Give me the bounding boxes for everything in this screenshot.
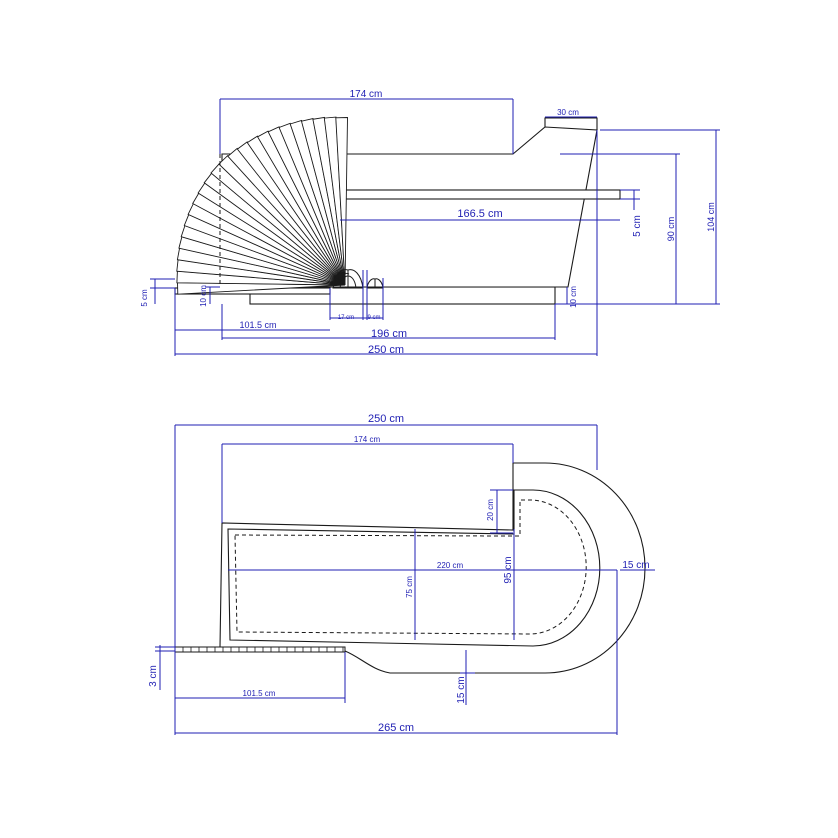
side-dim-9: 9 cm [367,315,380,321]
plan-dim-15-bottom: 15 cm [456,676,467,703]
side-ornament-small [366,278,384,289]
plan-dim-95: 95 cm [503,556,514,583]
side-dim-174: 174 cm [350,89,383,100]
plan-step-strip [174,646,346,653]
fan-blade [335,117,348,286]
side-dim-5-step: 5 cm [140,289,149,307]
plan-dim-265: 265 cm [378,722,414,734]
side-dim-166-5: 166.5 cm [457,208,502,220]
fan-hub [332,272,350,286]
side-dim-250: 250 cm [368,344,404,356]
side-tub-headrest [544,117,598,130]
plan-tub-outer [219,462,646,674]
plan-view: 250 cm 174 cm 20 cm 75 cm 220 cm 95 cm 1… [148,413,655,735]
side-dimension-lines [150,98,720,356]
plan-dim-20: 20 cm [486,499,495,521]
side-dim-90: 90 cm [666,217,676,242]
plan-basin-dashed [234,499,587,635]
side-dim-17: 17 cm [338,315,354,321]
plan-dim-15-right: 15 cm [622,560,649,571]
side-dim-30: 30 cm [557,108,579,117]
side-dim-10-left: 10 cm [199,285,208,307]
side-shelf [339,189,621,200]
plan-dim-250: 250 cm [368,413,404,425]
side-fan-canopy [176,116,350,295]
side-dim-196: 196 cm [371,328,407,340]
side-ornament-large [332,269,364,289]
side-dim-10-right: 10 cm [569,286,578,308]
plan-tub-rim [227,489,601,647]
side-dim-5-shelf: 5 cm [632,215,643,237]
plan-dim-220: 220 cm [437,561,464,570]
side-dim-104: 104 cm [706,202,716,232]
plan-dim-174: 174 cm [354,435,381,444]
plan-dimension-lines [155,424,655,735]
step-strip-outline [174,646,346,653]
plan-dim-75: 75 cm [405,576,414,598]
plan-dim-101-5: 101.5 cm [243,689,276,698]
side-dim-101-5: 101.5 cm [239,320,276,330]
plan-dim-3: 3 cm [148,665,159,687]
side-view: 174 cm 30 cm 166.5 cm 5 cm 90 cm 104 cm … [140,89,720,356]
